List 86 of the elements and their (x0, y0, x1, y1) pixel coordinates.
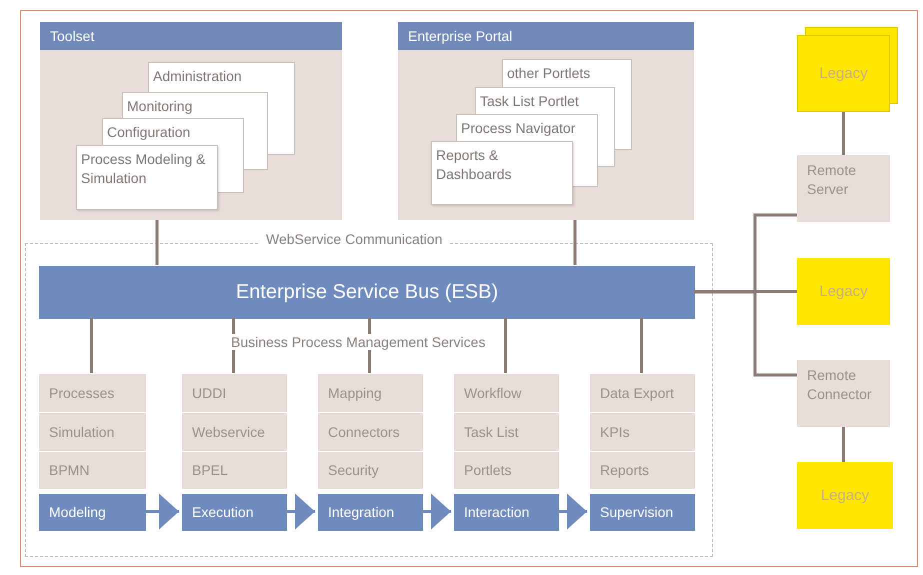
cell-text: Webservice (191, 423, 266, 442)
tool-panel (40, 22, 342, 220)
remote-box (797, 360, 890, 427)
service-cell (182, 374, 287, 412)
service-cell (454, 452, 559, 489)
system-label: Legacy (818, 282, 869, 302)
module-card (431, 141, 573, 205)
cell-text: Simulation (48, 423, 116, 442)
service-cell (318, 413, 423, 451)
chevron-arrow (286, 494, 315, 530)
phase-title: Execution (191, 503, 254, 522)
cell-text: BPMN (48, 461, 90, 480)
cell-text: Security (327, 461, 380, 480)
remote-label: Remote Connector (806, 366, 873, 404)
card-title: Administration (152, 67, 243, 86)
connector-line (90, 318, 93, 373)
cell-text: BPEL (191, 461, 229, 480)
service-cell (39, 452, 146, 489)
service-cell (182, 452, 287, 489)
cell-text: KPIs (599, 423, 631, 442)
connector-line (842, 427, 845, 462)
module-card (148, 62, 295, 92)
service-cell (39, 374, 146, 412)
connector-line (694, 290, 797, 293)
remote-box (797, 155, 890, 222)
card-title: Task List Portlet (479, 92, 580, 111)
service-cell (318, 452, 423, 489)
connector-line (504, 318, 507, 373)
module-card (475, 87, 615, 114)
connector-line (574, 220, 576, 265)
connector-line (842, 112, 845, 155)
phase-band (182, 494, 287, 531)
phase-title: Integration (327, 503, 396, 522)
module-card (456, 114, 598, 141)
card-title: Monitoring (126, 97, 194, 116)
phase-band (590, 494, 695, 531)
module-card (502, 59, 632, 87)
cell-text: Portlets (463, 461, 512, 480)
chevron-arrow (145, 494, 179, 530)
cell-text: UDDI (191, 384, 228, 403)
card-title: other Portlets (506, 64, 592, 83)
cell-text: Mapping (327, 384, 383, 403)
phase-title: Supervision (599, 503, 674, 522)
phase-title: Modeling (48, 503, 107, 522)
system-label: Legacy (818, 64, 869, 84)
legacy-system-box (797, 462, 893, 529)
remote-label: Remote Server (806, 161, 858, 199)
module-card (102, 118, 244, 145)
panel-header: Toolset (40, 22, 342, 50)
card-title: Configuration (106, 123, 192, 142)
connector-line (694, 290, 797, 376)
cell-text: Reports (599, 461, 650, 480)
region-title: WebService Communication (258, 231, 450, 247)
cell-text: Task List (463, 423, 520, 442)
phase-band (454, 494, 559, 531)
stacked-system-boxes (797, 27, 898, 112)
service-cell (182, 413, 287, 451)
cell-text: Connectors (327, 423, 401, 442)
service-cell (39, 413, 146, 451)
system-label: Legacy (820, 486, 870, 506)
card-title: Reports & Dashboards (435, 146, 512, 184)
service-cell (318, 374, 423, 412)
legacy-system-box (797, 258, 890, 325)
cell-text: Data Export (599, 384, 675, 403)
service-cell (454, 374, 559, 412)
cell-text: Processes (48, 384, 116, 403)
panel-header: Enterprise Portal (398, 22, 694, 50)
bus-title: Enterprise Service Bus (ESB) (234, 280, 500, 305)
module-card (76, 145, 218, 210)
phase-band (318, 494, 423, 531)
card-title: Process Modeling & Simulation (80, 150, 207, 188)
tool-panel (398, 22, 694, 220)
chevron-arrow (422, 494, 451, 530)
service-cell (454, 413, 559, 451)
phase-band (39, 494, 146, 531)
connector-line (640, 318, 643, 373)
cell-text: Workflow (463, 384, 522, 403)
service-cell (590, 413, 695, 451)
phase-title: Interaction (463, 503, 530, 522)
service-cell (590, 452, 695, 489)
service-bus-bar (39, 266, 695, 319)
connector-line (156, 220, 158, 265)
chevron-arrow (558, 494, 587, 530)
card-title: Process Navigator (460, 119, 576, 138)
module-card (122, 92, 268, 118)
service-cell (590, 374, 695, 412)
